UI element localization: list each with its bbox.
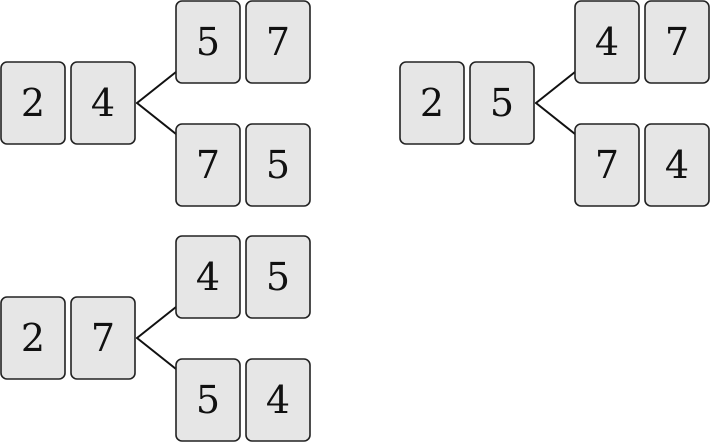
branch-line-lower: [535, 102, 576, 135]
root-card-first: 2: [0, 296, 66, 380]
branch-upper-card-first: 4: [574, 0, 640, 84]
svg-text:4: 4: [595, 20, 619, 64]
branch-lower-card-second: 4: [644, 123, 710, 207]
branch-line-lower: [136, 337, 177, 370]
svg-text:7: 7: [91, 316, 115, 360]
branch-line-upper: [535, 71, 576, 104]
svg-text:5: 5: [266, 143, 290, 187]
branch-line-upper: [136, 71, 177, 104]
root-card-second: 7: [70, 296, 136, 380]
branch-upper-card-second: 7: [644, 0, 710, 84]
branch-line-upper: [136, 306, 177, 339]
svg-text:4: 4: [91, 81, 115, 125]
root-card-first: 2: [399, 61, 465, 145]
svg-text:5: 5: [490, 81, 514, 125]
branch-line-lower: [136, 102, 177, 135]
branch-upper-card-second: 7: [245, 0, 311, 84]
svg-text:5: 5: [266, 255, 290, 299]
svg-text:7: 7: [266, 20, 290, 64]
svg-text:7: 7: [665, 20, 689, 64]
svg-text:7: 7: [595, 143, 619, 187]
tree-3: 2 7 4 5 5 4: [0, 235, 311, 442]
root-card-second: 4: [70, 61, 136, 145]
svg-text:2: 2: [21, 81, 45, 125]
tree-1: 2 4 5 7 7 5: [0, 0, 311, 207]
svg-text:5: 5: [196, 20, 220, 64]
branch-upper-card-first: 4: [175, 235, 241, 319]
svg-text:5: 5: [196, 378, 220, 422]
svg-text:4: 4: [196, 255, 220, 299]
root-card-second: 5: [469, 61, 535, 145]
branch-lower-card-second: 4: [245, 358, 311, 442]
svg-text:4: 4: [266, 378, 290, 422]
svg-text:2: 2: [21, 316, 45, 360]
svg-text:7: 7: [196, 143, 220, 187]
svg-text:4: 4: [665, 143, 689, 187]
branch-upper-card-first: 5: [175, 0, 241, 84]
branch-lower-card-first: 5: [175, 358, 241, 442]
branch-lower-card-second: 5: [245, 123, 311, 207]
branch-lower-card-first: 7: [175, 123, 241, 207]
tree-2: 2 5 4 7 7 4: [399, 0, 710, 207]
branch-upper-card-second: 5: [245, 235, 311, 319]
branch-lower-card-first: 7: [574, 123, 640, 207]
svg-text:2: 2: [420, 81, 444, 125]
root-card-first: 2: [0, 61, 66, 145]
